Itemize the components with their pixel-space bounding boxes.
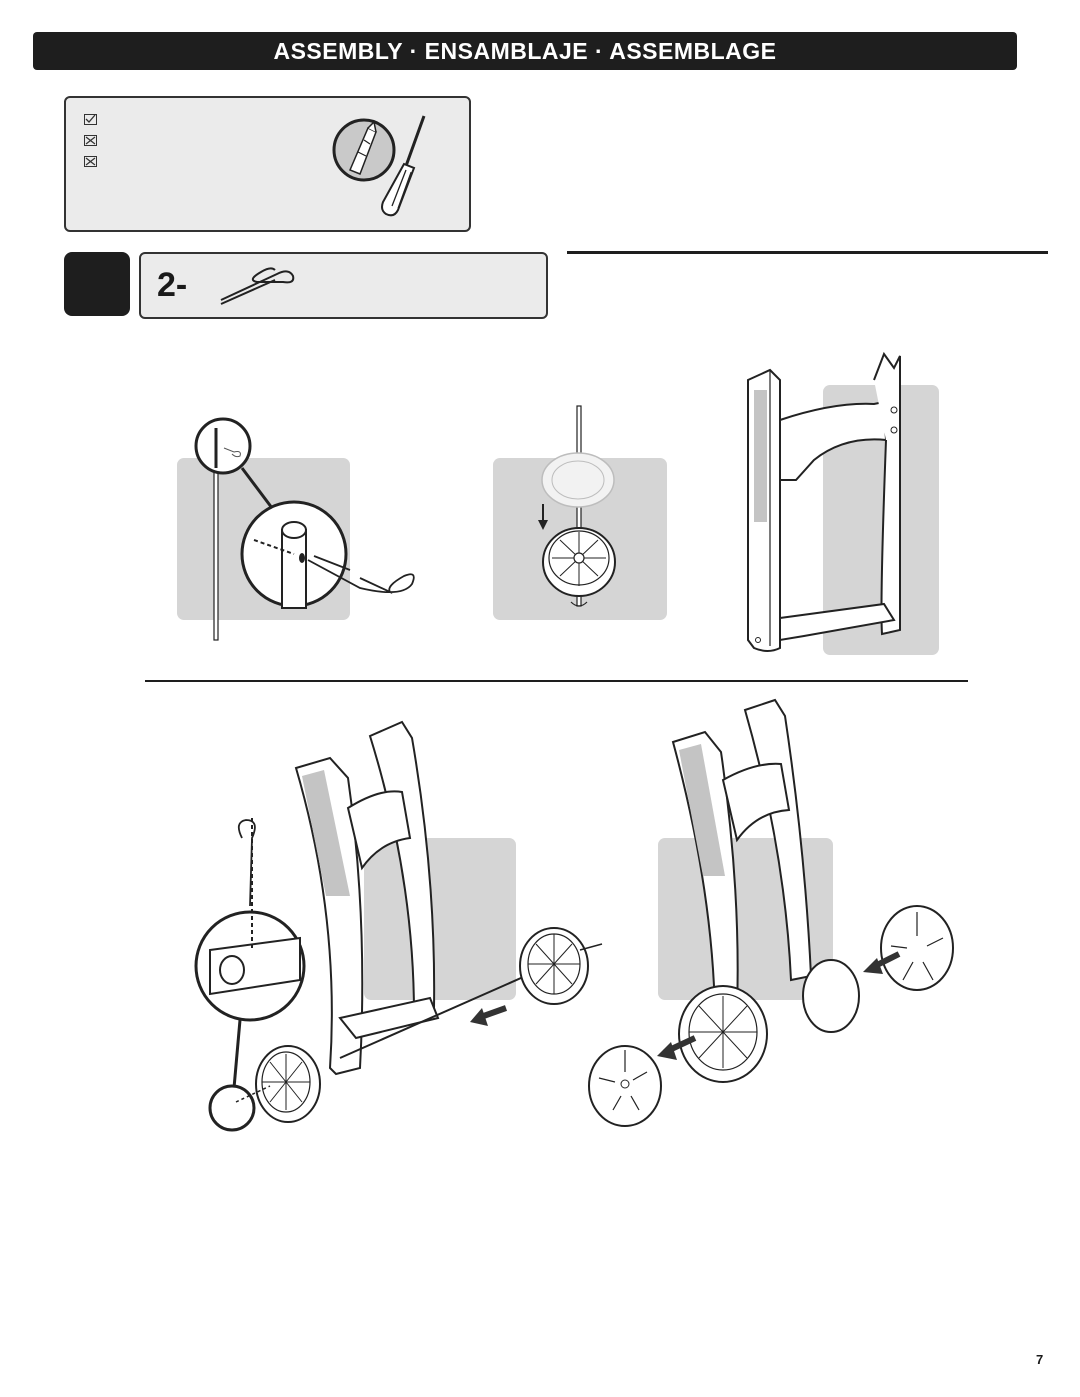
divider-line [567, 251, 1048, 254]
parts-box: 2- [139, 252, 548, 319]
section-header-banner: ASSEMBLY · ENSAMBLAJE · ASSEMBLAGE [33, 32, 1017, 70]
step-number-badge [64, 252, 130, 316]
axle-clip-illustration [194, 417, 415, 641]
check-box-icon [84, 114, 97, 125]
cart-frame-illustration [747, 351, 901, 652]
background-panel [364, 838, 516, 1000]
screwdriver-icon [332, 115, 426, 217]
hitch-pin-clip-icon [220, 267, 295, 305]
section-title: ASSEMBLY · ENSAMBLAJE · ASSEMBLAGE [273, 37, 777, 64]
check-box-icon [84, 156, 97, 167]
wheel-install-left-illustration [194, 720, 603, 1132]
check-box-icon [84, 135, 97, 146]
parts-quantity: 2- [157, 266, 188, 304]
page-number: 7 [1036, 1352, 1044, 1367]
wheel-onto-axle-illustration [538, 405, 616, 607]
tools-required-box [64, 96, 471, 232]
hubcap-install-right-illustration [588, 698, 954, 1127]
divider-line [145, 680, 968, 682]
